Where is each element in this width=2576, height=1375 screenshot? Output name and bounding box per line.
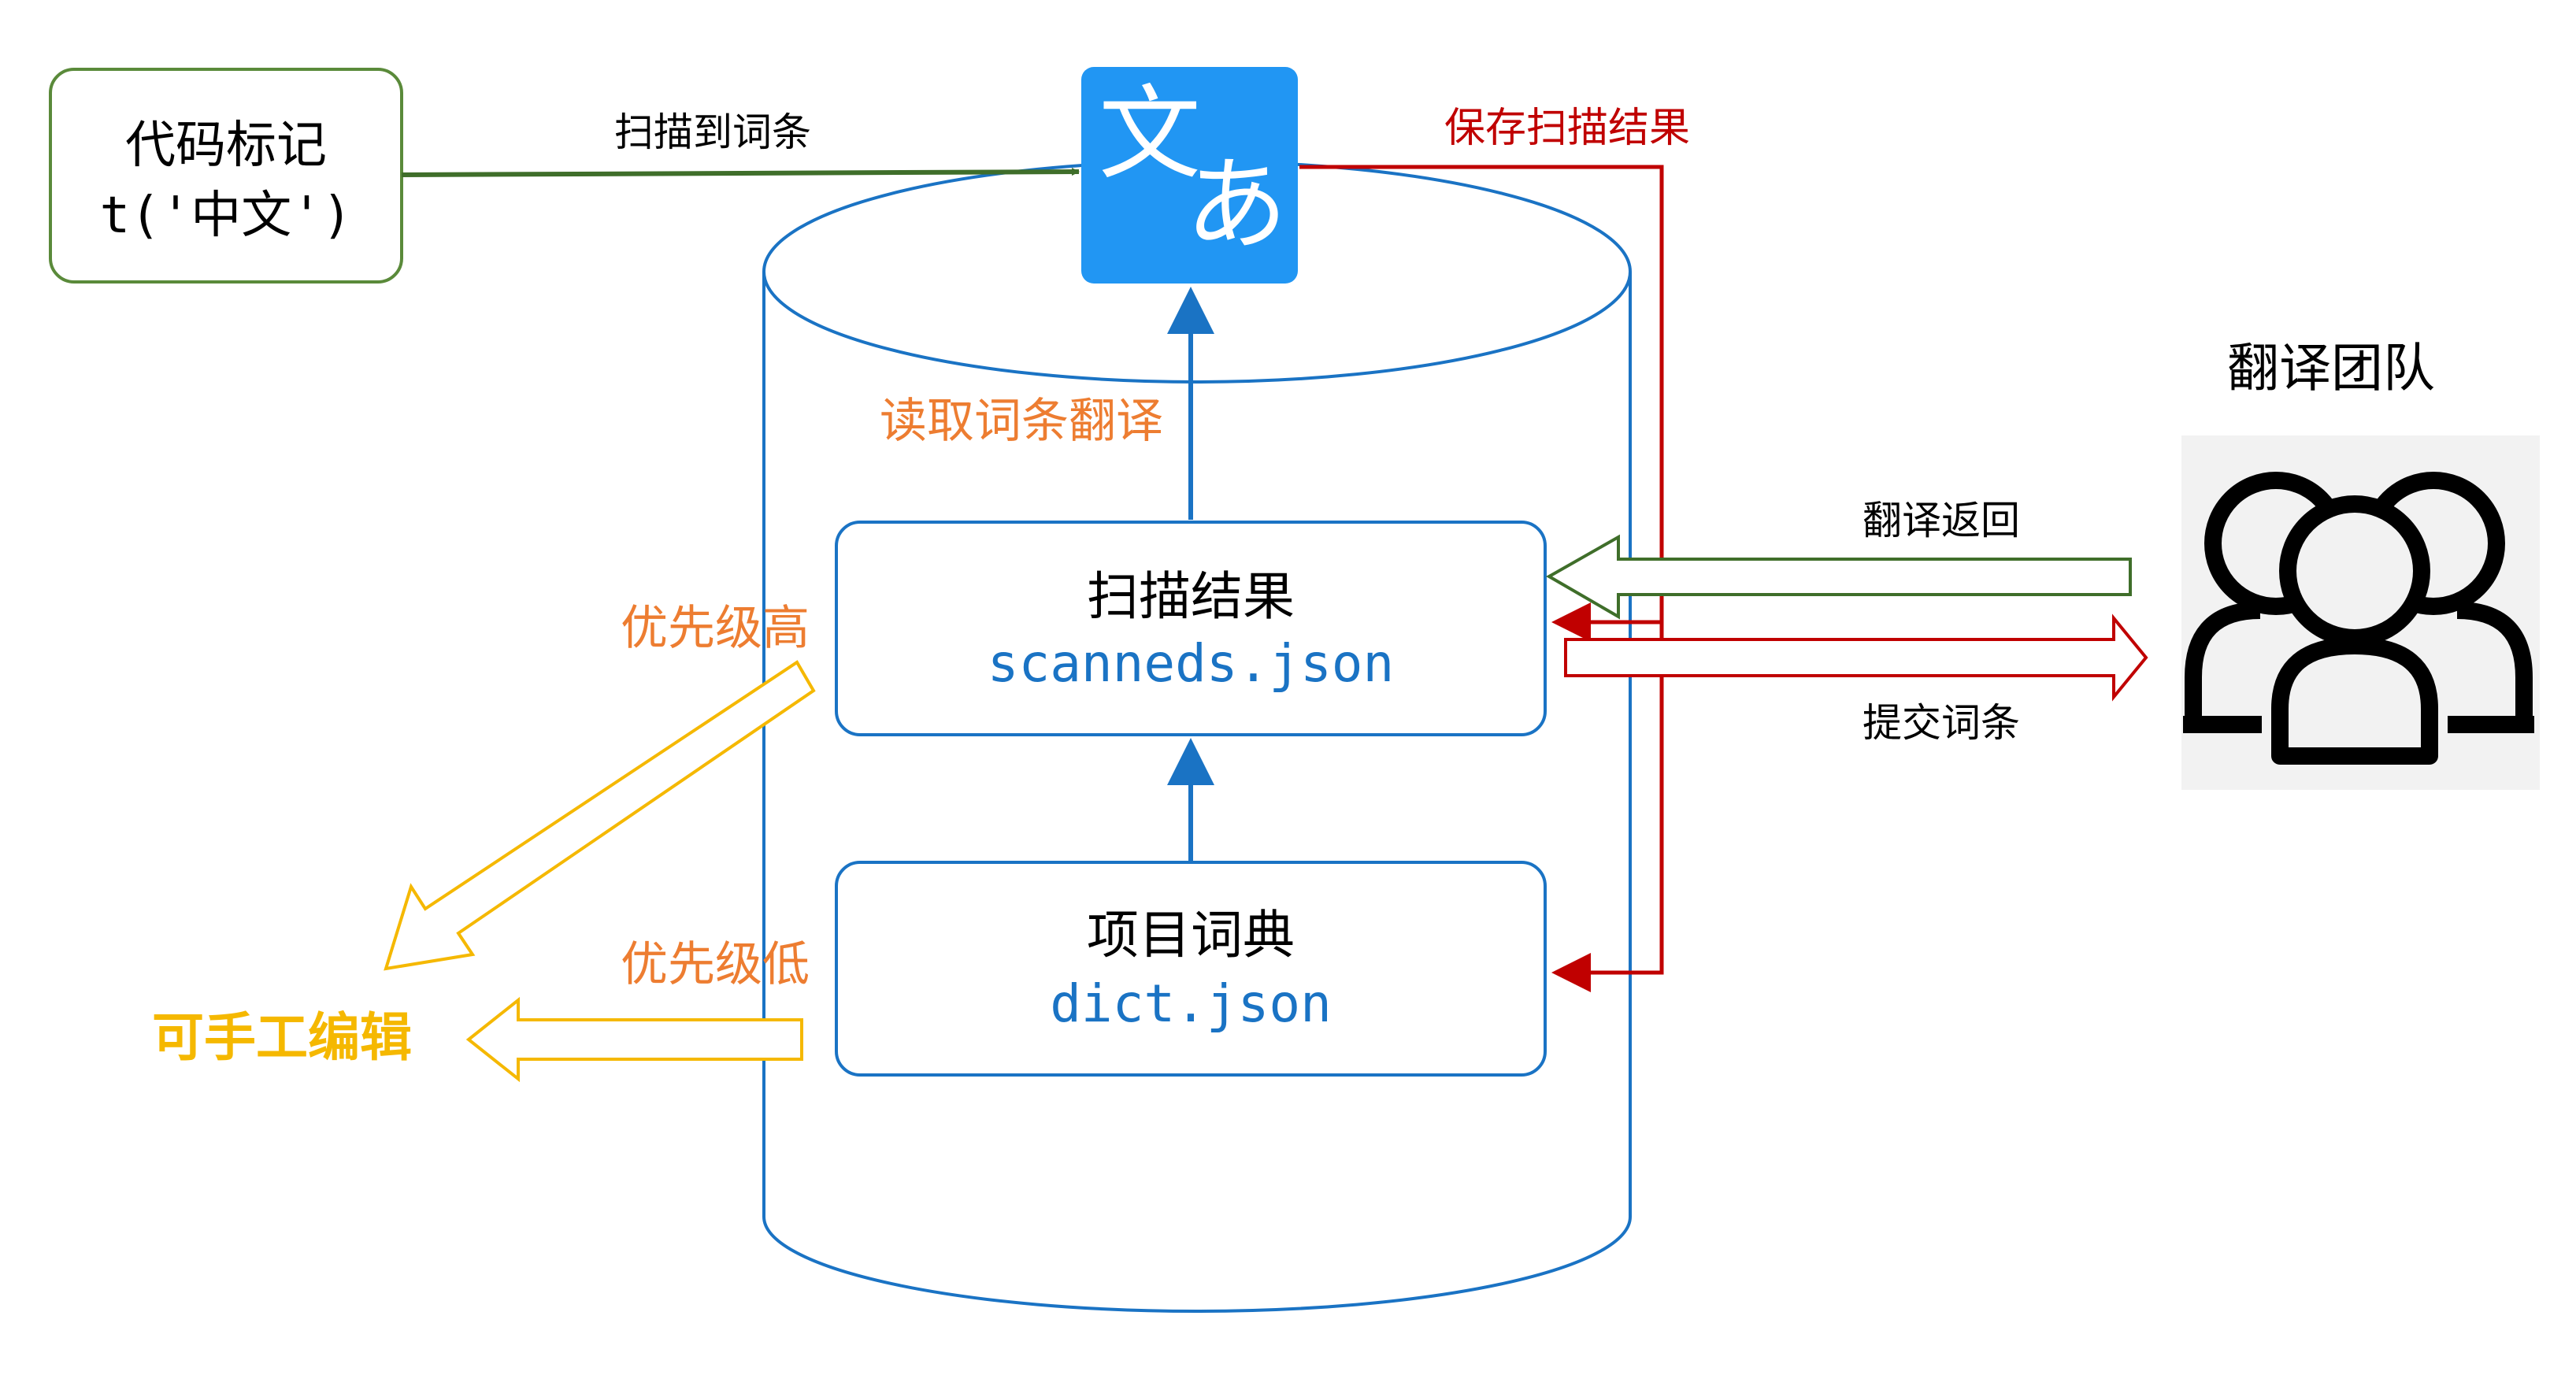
scanned-results-box: 扫描结果 scanneds.json xyxy=(835,521,1547,736)
translation-return-hollow-arrow xyxy=(1545,534,2132,620)
priority-high-hollow-arrow xyxy=(384,660,816,971)
priority-low-label: 优先级低 xyxy=(621,937,810,992)
submit-entries-hollow-arrow xyxy=(1564,613,2148,702)
project-dictionary-title: 项目词典 xyxy=(1087,905,1295,965)
translator-icon: 文 あ xyxy=(1081,67,1298,284)
save-results-label: 保存扫描结果 xyxy=(1444,105,1690,152)
project-dictionary-box: 项目词典 dict.json xyxy=(835,861,1547,1077)
code-marker-title: 代码标记 xyxy=(125,117,327,175)
translator-glyph-a: あ xyxy=(1185,145,1288,265)
priority-low-hollow-arrow xyxy=(465,996,803,1083)
manual-edit-label: 可手工编辑 xyxy=(152,1007,412,1068)
translation-return-label: 翻译返回 xyxy=(1863,498,2020,543)
save-results-line xyxy=(1299,165,1664,642)
scan-arrow xyxy=(401,168,1080,177)
scanned-results-title: 扫描结果 xyxy=(1087,566,1295,627)
scan-entries-label: 扫描到词条 xyxy=(614,109,811,155)
submit-entries-label: 提交词条 xyxy=(1863,700,2020,746)
people-group-icon xyxy=(2181,435,2540,790)
translator-glyph-wen: 文 xyxy=(1099,74,1201,194)
project-dictionary-file: dict.json xyxy=(1050,973,1332,1034)
priority-high-label: 优先级高 xyxy=(621,601,810,656)
code-marker-box: 代码标记 t('中文') xyxy=(49,68,403,284)
scanned-results-file: scanneds.json xyxy=(988,633,1395,694)
code-marker-example: t('中文') xyxy=(100,187,353,245)
translation-team-title: 翻译团队 xyxy=(2227,338,2435,398)
save-dict-line xyxy=(1551,622,1664,992)
read-entries-label: 读取词条翻译 xyxy=(880,394,1163,449)
